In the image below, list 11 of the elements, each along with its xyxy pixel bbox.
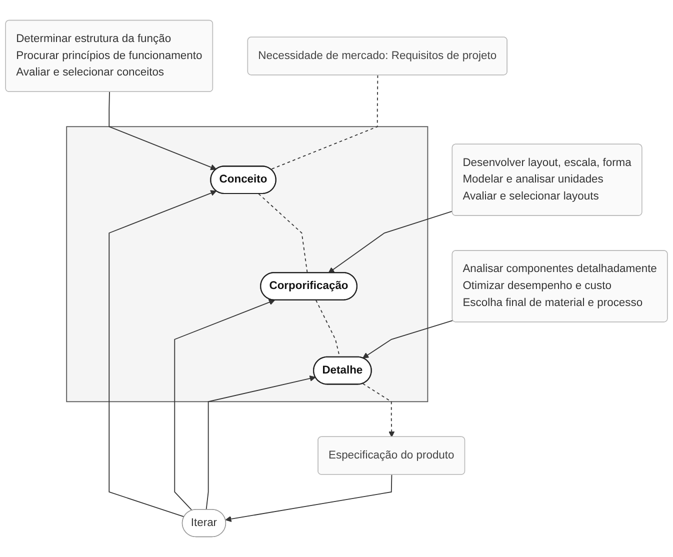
arrow xyxy=(362,383,395,438)
arrow xyxy=(206,375,316,510)
arrow xyxy=(174,299,275,511)
arrow xyxy=(328,210,453,274)
connector xyxy=(270,74,378,170)
arrow xyxy=(225,474,392,522)
arrow xyxy=(362,320,454,358)
connector xyxy=(258,193,308,274)
arrow xyxy=(108,92,217,170)
cluster xyxy=(66,126,428,402)
arrow xyxy=(108,190,217,518)
